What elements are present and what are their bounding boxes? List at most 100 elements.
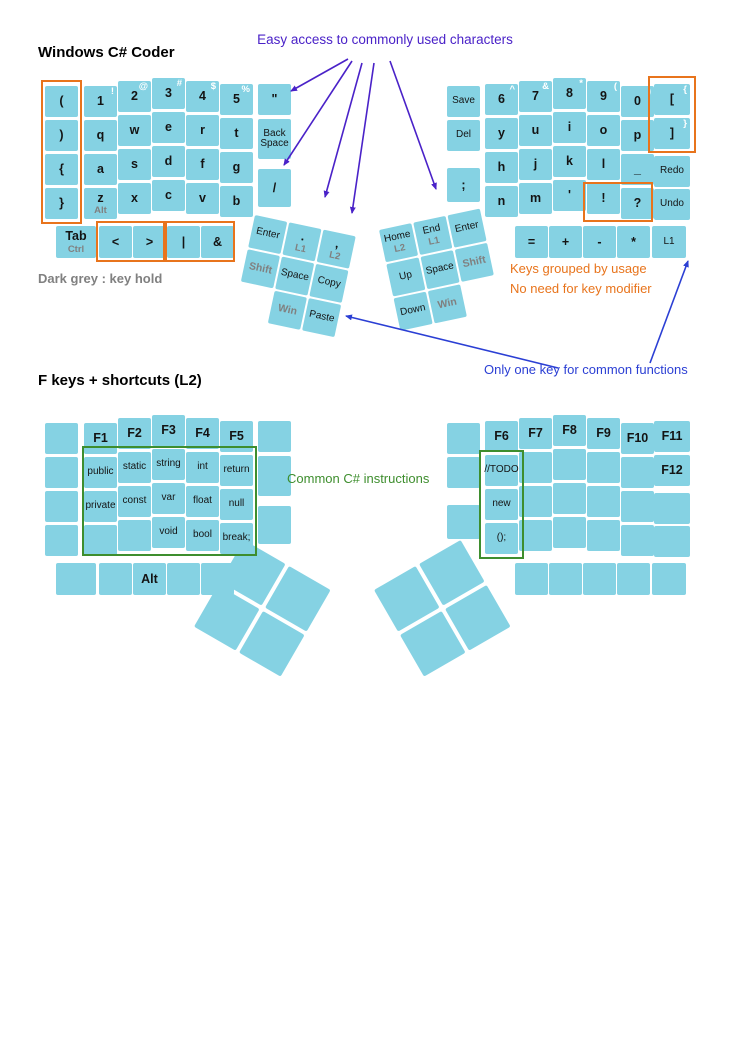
- key-blank: [519, 452, 552, 483]
- key-var: var: [152, 483, 185, 514]
- key-f4: F4: [186, 418, 219, 449]
- key-up: Up: [386, 257, 426, 297]
- key-symbol: >: [133, 226, 166, 258]
- key-f6: F6: [485, 421, 518, 452]
- key-break: break;: [220, 523, 253, 554]
- key-a: a: [84, 154, 117, 185]
- key-blank: [654, 526, 690, 557]
- key-symbol: |: [167, 226, 200, 258]
- key-2: 2@: [118, 81, 151, 112]
- key-f10: F10: [621, 423, 654, 454]
- key-blank: [258, 421, 291, 452]
- key-6: 6^: [485, 84, 518, 115]
- key-blank: [84, 525, 117, 556]
- key-f7: F7: [519, 418, 552, 449]
- key-redo: Redo: [654, 156, 690, 187]
- key-f1: F1: [84, 423, 117, 454]
- key-bool: bool: [186, 520, 219, 551]
- highlight-box-orange: [96, 221, 167, 262]
- key-del: Del: [447, 120, 480, 151]
- highlight-box-orange: [163, 221, 235, 262]
- layer2-title: F keys + shortcuts (L2): [38, 372, 202, 389]
- key-l: l: [587, 149, 620, 180]
- highlight-box-orange: [41, 80, 82, 224]
- key-blank: [587, 486, 620, 517]
- key-symbol: +: [549, 226, 582, 258]
- key-blank: [515, 563, 548, 595]
- key-f11: F11: [654, 421, 690, 452]
- key-copy: Copy: [309, 263, 349, 303]
- key-blank: [617, 563, 650, 595]
- key-i: i: [553, 112, 586, 143]
- key-u: u: [519, 115, 552, 146]
- key-float: float: [186, 486, 219, 517]
- key-x: x: [118, 183, 151, 214]
- note-key-hold: Dark grey : key hold: [38, 271, 163, 286]
- key-symbol: ();: [485, 523, 518, 554]
- key-symbol: *: [617, 226, 650, 258]
- key-symbol: =: [515, 226, 548, 258]
- key-blank: [447, 505, 480, 539]
- key-blank: [519, 520, 552, 551]
- note-grouped: Keys grouped by usage No need for key mo…: [510, 259, 652, 298]
- key-enter: Enter: [248, 215, 288, 255]
- key-undo: Undo: [654, 189, 690, 220]
- key-w: w: [118, 115, 151, 146]
- key-c: c: [152, 180, 185, 211]
- key-9: 9(: [587, 81, 620, 112]
- key-alt: Alt: [133, 563, 166, 595]
- key-v: v: [186, 183, 219, 214]
- key-symbol: /: [258, 169, 291, 207]
- note-one-key: Only one key for common functions: [484, 362, 688, 377]
- key-f2: F2: [118, 418, 151, 449]
- key-symbol: }: [45, 188, 78, 219]
- key-blank: [56, 563, 96, 595]
- key-symbol: .L1: [282, 222, 322, 262]
- key-return: return: [220, 455, 253, 486]
- key-f8: F8: [553, 415, 586, 446]
- key-int: int: [186, 452, 219, 483]
- key-static: static: [118, 452, 151, 483]
- layer1-title: Windows C# Coder: [38, 44, 175, 61]
- key-win: Win: [267, 290, 307, 330]
- key-shift: Shift: [454, 242, 494, 282]
- key-symbol: _: [621, 154, 654, 185]
- note-csharp: Common C# instructions: [287, 471, 430, 486]
- highlight-box-green: [82, 446, 257, 556]
- key-b: b: [220, 186, 253, 217]
- key-symbol: ': [553, 180, 586, 211]
- key-3: 3#: [152, 78, 185, 109]
- key-n: n: [485, 186, 518, 217]
- key-string: string: [152, 449, 185, 480]
- key-4: 4$: [186, 81, 219, 112]
- key-symbol: ): [45, 120, 78, 151]
- key-s: s: [118, 149, 151, 180]
- highlight-box-orange: [583, 182, 653, 222]
- highlight-box-orange: [648, 76, 696, 153]
- key-symbol: [{: [654, 84, 690, 115]
- key-y: y: [485, 118, 518, 149]
- key-blank: [553, 483, 586, 514]
- key-space: Space: [420, 250, 460, 290]
- note-easy-access: Easy access to commonly used characters: [257, 32, 513, 47]
- key-f: f: [186, 149, 219, 180]
- key-blank: [587, 452, 620, 483]
- key-o: o: [587, 115, 620, 146]
- key-d: d: [152, 146, 185, 177]
- key-h: h: [485, 152, 518, 183]
- key-shift: Shift: [240, 249, 281, 289]
- key-backspace: Back Space: [258, 119, 291, 159]
- key-r: r: [186, 115, 219, 146]
- key-blank: [621, 491, 654, 522]
- key-blank: [621, 457, 654, 488]
- key-blank: [99, 563, 132, 595]
- key-blank: [118, 520, 151, 551]
- key-f3: F3: [152, 415, 185, 446]
- key-f12: F12: [654, 455, 690, 486]
- key-paste: Paste: [302, 298, 342, 338]
- key-save: Save: [447, 86, 480, 117]
